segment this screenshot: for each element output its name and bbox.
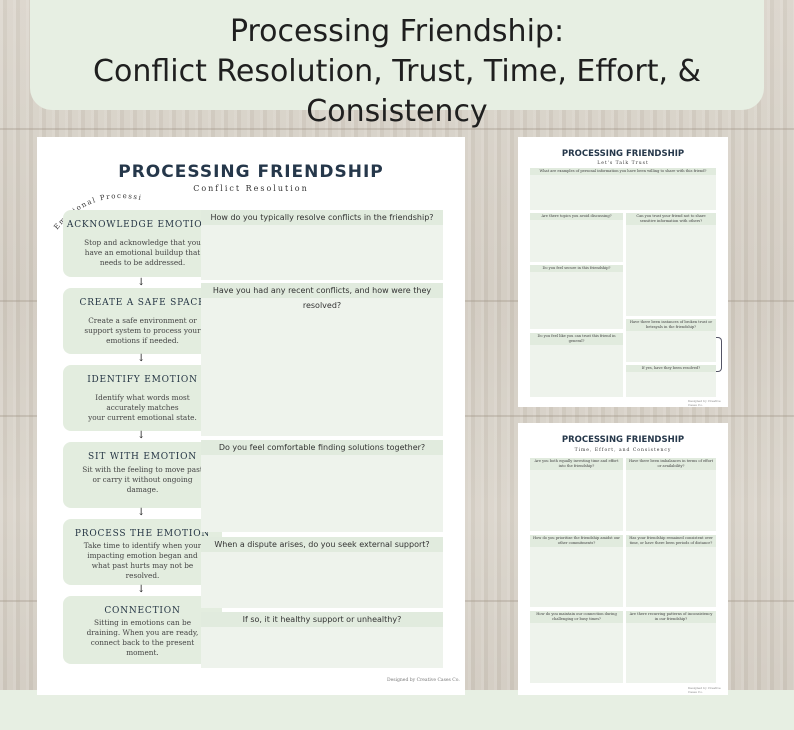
arrow-down-icon: ↓ — [137, 353, 146, 364]
question-box[interactable]: How do you typically resolve conflicts i… — [201, 210, 443, 280]
question-label: If yes, have they been resolved? — [626, 365, 716, 372]
question-box[interactable]: Do you feel like you can trust this frie… — [530, 333, 623, 397]
question-box[interactable]: Are there recurring patterns of inconsis… — [626, 611, 716, 683]
question-box[interactable]: When a dispute arises, do you seek exter… — [201, 537, 443, 608]
question-label: If so, it it healthy support or unhealth… — [201, 612, 443, 627]
bottom-band — [0, 690, 794, 730]
step-create-safe-space: CREATE A SAFE SPACE Create a safe enviro… — [63, 288, 222, 354]
page-title: PROCESSING FRIENDSHIP — [118, 162, 384, 182]
step-line: impacting emotion began and — [87, 551, 198, 560]
step-identify-emotion: IDENTIFY EMOTION Identify what words mos… — [63, 365, 222, 431]
page-subtitle: Conflict Resolution — [193, 184, 309, 193]
arrow-down-icon: ↓ — [137, 507, 146, 518]
page-title: PROCESSING FRIENDSHIP — [561, 435, 685, 445]
step-line: or carry it without ongoing — [92, 475, 193, 484]
step-text: Stop and acknowledge that you have an em… — [63, 238, 222, 268]
step-line: Sit with the feeling to move past — [82, 465, 203, 474]
designer-credit: Designed by Creative Cases Co. — [387, 678, 460, 683]
step-line: needs to be addressed. — [99, 258, 186, 267]
page-subtitle: Let's Talk Trust — [597, 161, 649, 166]
question-box[interactable]: Can you trust your friend not to share s… — [626, 213, 716, 316]
step-line: Identify what words most — [95, 393, 190, 402]
question-label: Do you feel secure in this friendship? — [530, 265, 623, 272]
worksheet-conflict-resolution: PROCESSING FRIENDSHIP Conflict Resolutio… — [37, 137, 465, 695]
step-process-the-emotion: PROCESS THE EMOTION Take time to identif… — [63, 519, 222, 585]
question-label: Has your friendship remained consistent … — [626, 535, 716, 547]
step-line: support system to process your — [84, 326, 201, 335]
step-line: have an emotional buildup that — [84, 248, 201, 257]
step-line: Stop and acknowledge that you — [84, 238, 201, 247]
worksheet-trust: PROCESSING FRIENDSHIP Let's Talk Trust W… — [518, 137, 728, 407]
step-heading: CREATE A SAFE SPACE — [79, 298, 206, 308]
question-label: Have there been imbalances in terms of e… — [626, 458, 716, 470]
page-subtitle: Time, Effort, and Consistency — [574, 448, 672, 453]
banner-title-line2: Conflict Resolution, Trust, Time, Effort… — [93, 54, 701, 129]
step-line: emotions if needed. — [106, 336, 179, 345]
question-box[interactable]: Do you feel secure in this friendship? — [530, 265, 623, 329]
step-text: Sit with the feeling to move past or car… — [63, 465, 222, 495]
question-box[interactable]: Have you had any recent conflicts, and h… — [201, 283, 443, 436]
step-line: Create a safe environment or — [88, 316, 197, 325]
question-box[interactable]: If so, it it healthy support or unhealth… — [201, 612, 443, 668]
page-title: PROCESSING FRIENDSHIP — [561, 149, 685, 159]
step-line: resolved. — [125, 571, 160, 580]
question-label: Have you had any recent conflicts, and h… — [201, 283, 443, 310]
step-line: connect back to the present — [90, 638, 195, 647]
title-banner: Processing Friendship: Conflict Resoluti… — [30, 0, 764, 129]
step-text: Take time to identify when your impactin… — [63, 541, 222, 581]
step-line: Take time to identify when your — [83, 541, 202, 550]
question-label: Do you feel like you can trust this frie… — [530, 333, 623, 345]
question-label: Are there topics you avoid discussing? — [530, 213, 623, 220]
step-text: Identify what words most accurately matc… — [63, 393, 222, 423]
step-text: Create a safe environment or support sys… — [63, 316, 222, 346]
question-label: Are you both equally investing time and … — [530, 458, 623, 470]
designer-credit: Designed by Creative Cases Co. — [688, 686, 721, 694]
designer-credit: Designed by Creative Cases Co. — [688, 399, 721, 407]
step-line: Sitting in emotions can be — [93, 618, 192, 627]
step-line: your current emotional state. — [88, 413, 197, 422]
question-label: Have there been instances of broken trus… — [626, 319, 716, 331]
question-box[interactable]: If yes, have they been resolved? — [626, 365, 716, 397]
step-line: accurately matches — [106, 403, 179, 412]
step-heading: CONNECTION — [104, 606, 181, 616]
question-box[interactable]: What are examples of personal informatio… — [530, 168, 716, 210]
question-label: Are there recurring patterns of inconsis… — [626, 611, 716, 623]
step-line: what past hurts may not be — [91, 561, 194, 570]
worksheet-time-effort-consistency: PROCESSING FRIENDSHIP Time, Effort, and … — [518, 423, 728, 695]
question-label: How do you maintain our connection durin… — [530, 611, 623, 623]
wood-grain — [0, 128, 794, 130]
arrow-down-icon: ↓ — [137, 277, 146, 288]
bracket-icon — [716, 337, 722, 372]
step-text: Sitting in emotions can be draining. Whe… — [63, 618, 222, 658]
question-label: Do you feel comfortable finding solution… — [201, 440, 443, 455]
question-label: How do you typically resolve conflicts i… — [201, 210, 443, 225]
question-box[interactable]: Are there topics you avoid discussing? — [530, 213, 623, 262]
step-sit-with-emotion: SIT WITH EMOTION Sit with the feeling to… — [63, 442, 222, 508]
question-label: When a dispute arises, do you seek exter… — [201, 537, 443, 552]
arrow-down-icon: ↓ — [137, 584, 146, 595]
step-heading: ACKNOWLEDGE EMOTIONS — [66, 220, 219, 230]
question-box[interactable]: How do you prioritize the friendship ami… — [530, 535, 623, 607]
question-box[interactable]: Do you feel comfortable finding solution… — [201, 440, 443, 532]
step-acknowledge-emotions: ACKNOWLEDGE EMOTIONS Stop and acknowledg… — [63, 210, 222, 277]
question-box[interactable]: Are you both equally investing time and … — [530, 458, 623, 531]
step-connection: CONNECTION Sitting in emotions can be dr… — [63, 596, 222, 664]
step-heading: SIT WITH EMOTION — [88, 452, 197, 462]
step-line: moment. — [126, 648, 159, 657]
question-box[interactable]: Has your friendship remained consistent … — [626, 535, 716, 607]
question-box[interactable]: Have there been imbalances in terms of e… — [626, 458, 716, 531]
step-line: damage. — [126, 485, 159, 494]
step-line: draining. When you are ready, — [86, 628, 199, 637]
arrow-down-icon: ↓ — [137, 430, 146, 441]
banner-title-line1: Processing Friendship: — [229, 14, 565, 49]
question-label: What are examples of personal informatio… — [530, 168, 716, 175]
question-label: Can you trust your friend not to share s… — [626, 213, 716, 225]
question-box[interactable]: How do you maintain our connection durin… — [530, 611, 623, 683]
step-heading: IDENTIFY EMOTION — [87, 375, 198, 385]
question-box[interactable]: Have there been instances of broken trus… — [626, 319, 716, 362]
step-heading: PROCESS THE EMOTION — [74, 529, 211, 539]
question-label: How do you prioritize the friendship ami… — [530, 535, 623, 547]
